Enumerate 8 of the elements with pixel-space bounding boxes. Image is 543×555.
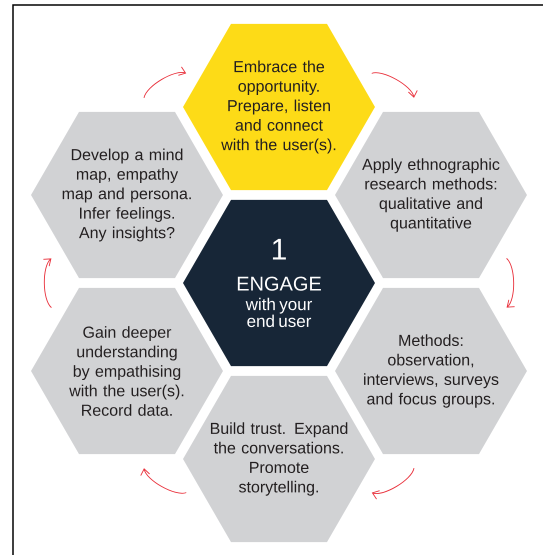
hexagon: Apply ethnographic research methods: qualitative and quantitative xyxy=(335,112,527,278)
arrow xyxy=(372,468,414,500)
arrow xyxy=(140,468,187,494)
arrow xyxy=(42,258,52,308)
arrow xyxy=(144,66,186,98)
hexagon: 1 ENGAGE with your end user xyxy=(183,200,375,366)
arrow xyxy=(371,72,418,98)
arrow xyxy=(506,258,516,308)
